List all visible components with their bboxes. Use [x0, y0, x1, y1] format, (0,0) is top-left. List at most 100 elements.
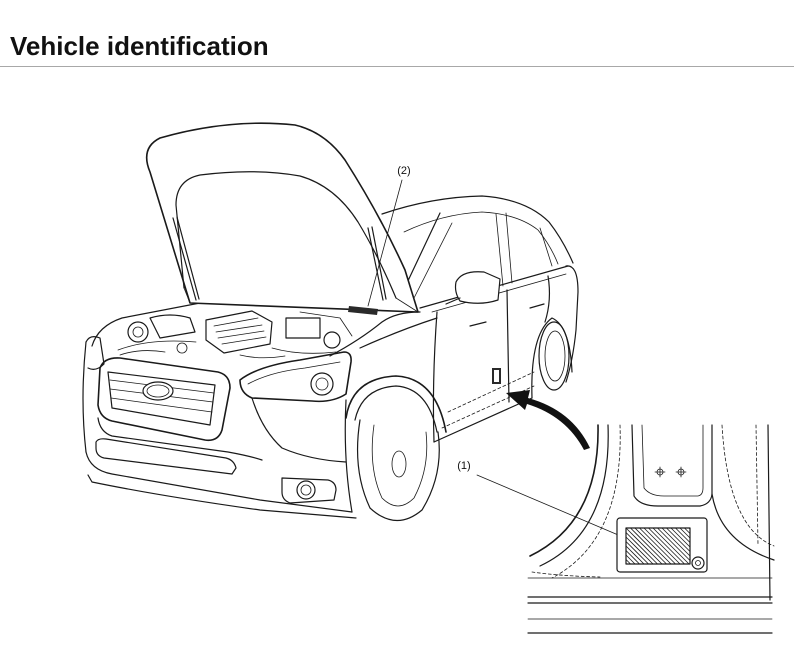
- page-title: Vehicle identification: [10, 31, 269, 61]
- callout-1-label: (1): [457, 460, 470, 472]
- fog-light-lens: [296, 480, 316, 500]
- inset-right-curve: [711, 493, 775, 561]
- subaru-logo-inner: [146, 384, 170, 398]
- hose-right: [239, 311, 353, 359]
- hatch-line: [625, 527, 663, 565]
- c-pillar: [539, 227, 553, 267]
- door-pillar-label-plate: [492, 368, 501, 384]
- window-top-line: [403, 211, 559, 265]
- front-door-handle: [469, 321, 487, 327]
- bumper-upper-line: [97, 417, 263, 461]
- door-gap: [506, 289, 510, 403]
- hatch-line: [652, 527, 690, 565]
- hood-strut-right: [367, 226, 387, 301]
- pointer-arrow: [506, 390, 590, 450]
- front-fascia: [82, 336, 357, 519]
- bumper-lower: [85, 451, 353, 513]
- bumper-corner: [344, 399, 353, 513]
- front-hub: [391, 450, 407, 478]
- side-mirror: [454, 271, 501, 304]
- hatch-line: [688, 527, 691, 530]
- right-headlight-lens-inner: [315, 377, 329, 391]
- hood-inner-panel: [175, 171, 397, 299]
- hood-outer-edge: [145, 122, 419, 313]
- hatch-line: [630, 527, 667, 565]
- engine-bay-left-edge: [91, 302, 201, 347]
- rear-door-edge: [544, 275, 551, 323]
- rear-tire: [538, 321, 570, 391]
- character-line: [359, 317, 438, 349]
- inset-label-hatching: [625, 527, 691, 565]
- engine-bay-right-edge: [329, 311, 421, 357]
- side-mirror-stalk: [445, 297, 461, 305]
- right-headlight-outer: [239, 351, 352, 403]
- rear-door-handle: [529, 303, 545, 309]
- callout-2-label: (2): [397, 165, 410, 177]
- front-left-edge: [82, 341, 87, 453]
- reservoir-cap-left: [127, 321, 149, 343]
- roof-outline: [381, 195, 574, 264]
- engine-cover-ribs: [213, 317, 267, 345]
- bumper-bottom: [87, 474, 357, 519]
- hood-strut-left: [172, 216, 200, 301]
- hatch-line: [670, 527, 691, 548]
- reservoir-cap-left-inner: [132, 326, 144, 338]
- inset-top-panel-inner: [641, 424, 704, 497]
- reservoir-cap-right: [323, 331, 341, 349]
- inset-right-vertical-dashed: [755, 424, 759, 546]
- car-hood: [145, 122, 419, 313]
- front-wheel-arch-inner: [354, 385, 438, 433]
- callout-1-leader: [476, 474, 631, 541]
- front-wheel: [345, 375, 447, 522]
- sill-molding-upper: [447, 371, 535, 413]
- title-rule: [0, 66, 794, 67]
- inset-right-vertical: [767, 424, 771, 601]
- hatch-line: [625, 541, 649, 565]
- fog-light-lens-inner: [300, 484, 312, 496]
- grille-inner: [107, 371, 216, 426]
- right-headlight: [239, 351, 352, 403]
- lower-intake: [95, 438, 237, 475]
- car-body: [359, 195, 579, 443]
- grille: [97, 357, 231, 442]
- inset-pillar-curve-inner: [539, 424, 609, 567]
- front-rim: [371, 424, 428, 507]
- hatch-line: [661, 527, 691, 557]
- rear-quarter: [565, 265, 579, 383]
- callout-1: (1): [457, 460, 631, 541]
- inset-pillar-curve-outer: [529, 424, 599, 557]
- hatch-line: [625, 554, 636, 565]
- bumper-side-line: [251, 397, 347, 463]
- right-headlight-lens: [310, 372, 334, 396]
- fog-light: [281, 477, 337, 504]
- callout-2-leader: [367, 179, 403, 307]
- hatch-line: [625, 559, 631, 565]
- inset-label-plate: [616, 517, 708, 573]
- inset-plate-rivet-inner: [695, 560, 701, 566]
- hood-hinge-line: [183, 287, 419, 313]
- small-cap: [176, 342, 188, 354]
- air-intake-box: [149, 314, 196, 339]
- hatch-line: [684, 527, 691, 534]
- a-pillar-inner: [412, 222, 453, 301]
- hood-label-plate: [348, 306, 378, 315]
- engine-cover: [205, 310, 273, 354]
- battery: [285, 317, 321, 339]
- left-headlight: [85, 336, 105, 370]
- inset-mount-marks: [654, 466, 687, 478]
- hose-left: [117, 340, 197, 356]
- mount-mark-cross: [654, 466, 666, 478]
- hatch-line: [625, 536, 654, 565]
- inset-top-panel: [631, 424, 713, 507]
- fog-light-recess: [281, 477, 337, 504]
- hatch-line: [639, 527, 676, 565]
- mount-mark-cross: [675, 466, 687, 478]
- front-tire: [356, 419, 440, 522]
- rear-wheel: [531, 317, 573, 399]
- b-pillar-front: [495, 213, 504, 287]
- rear-rim: [544, 330, 566, 382]
- hatch-line: [643, 527, 681, 565]
- hatch-line: [625, 545, 645, 565]
- hatch-line: [657, 527, 691, 561]
- front-door-edge: [432, 311, 438, 443]
